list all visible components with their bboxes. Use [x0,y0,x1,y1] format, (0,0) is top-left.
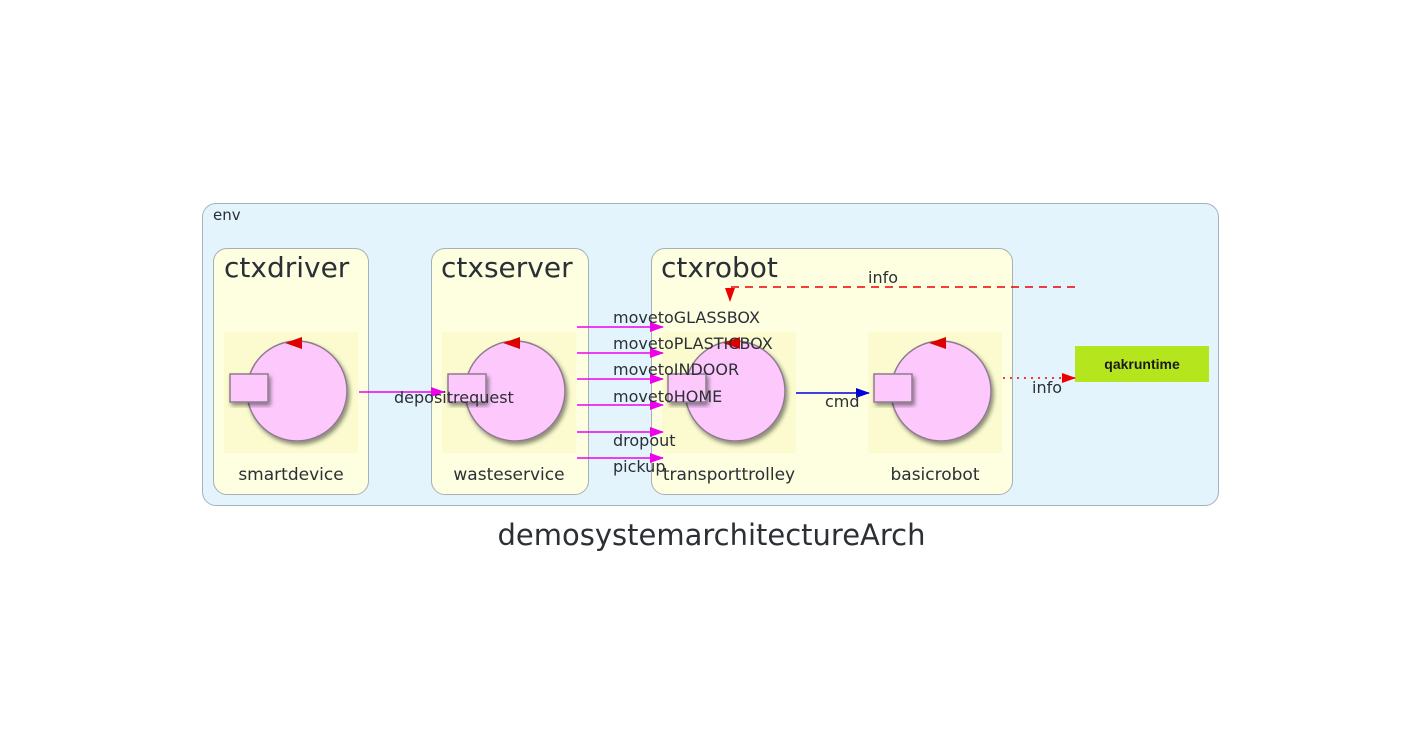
msg-label-info-to-transporttrolley: info [868,268,899,287]
msg-label-movetoglassbox: movetoGLASSBOX [613,308,760,327]
msg-label-movetoindoor: movetoINDOOR [613,360,740,379]
msg-label-info-to-runtime: info [1032,378,1063,397]
msg-label-pickup: pickup [613,457,666,476]
context-title-ctxserver: ctxserver [441,251,573,284]
context-title-ctxdriver: ctxdriver [224,251,350,284]
actor-icon-wasteservice [447,337,566,442]
env-label: env [213,206,241,224]
diagram-title: demosystemarchitectureArch [497,518,926,552]
actor-label-basicrobot: basicrobot [890,465,980,485]
msg-label-movetohome: movetoHOME [613,387,723,406]
msg-label-dropout: dropout [613,431,676,450]
actor-icon-smartdevice [229,337,348,442]
context-title-ctxrobot: ctxrobot [661,251,778,284]
msg-label-movetoplasticbox: movetoPLASTICBOX [613,334,773,353]
actor-icon-basicrobot [873,337,992,442]
actor-label-wasteservice: wasteservice [453,465,565,485]
actor-icon-transporttrolley [667,337,786,442]
msg-label-cmd: cmd [825,392,860,411]
actor-label-smartdevice: smartdevice [238,465,344,485]
edge-info-to-transporttrolley [725,286,1075,302]
qakruntime-node: qakruntime [1075,346,1209,382]
msg-label-depositrequest: depositrequest [394,388,514,407]
actor-label-transporttrolley: transporttrolley [662,465,796,485]
